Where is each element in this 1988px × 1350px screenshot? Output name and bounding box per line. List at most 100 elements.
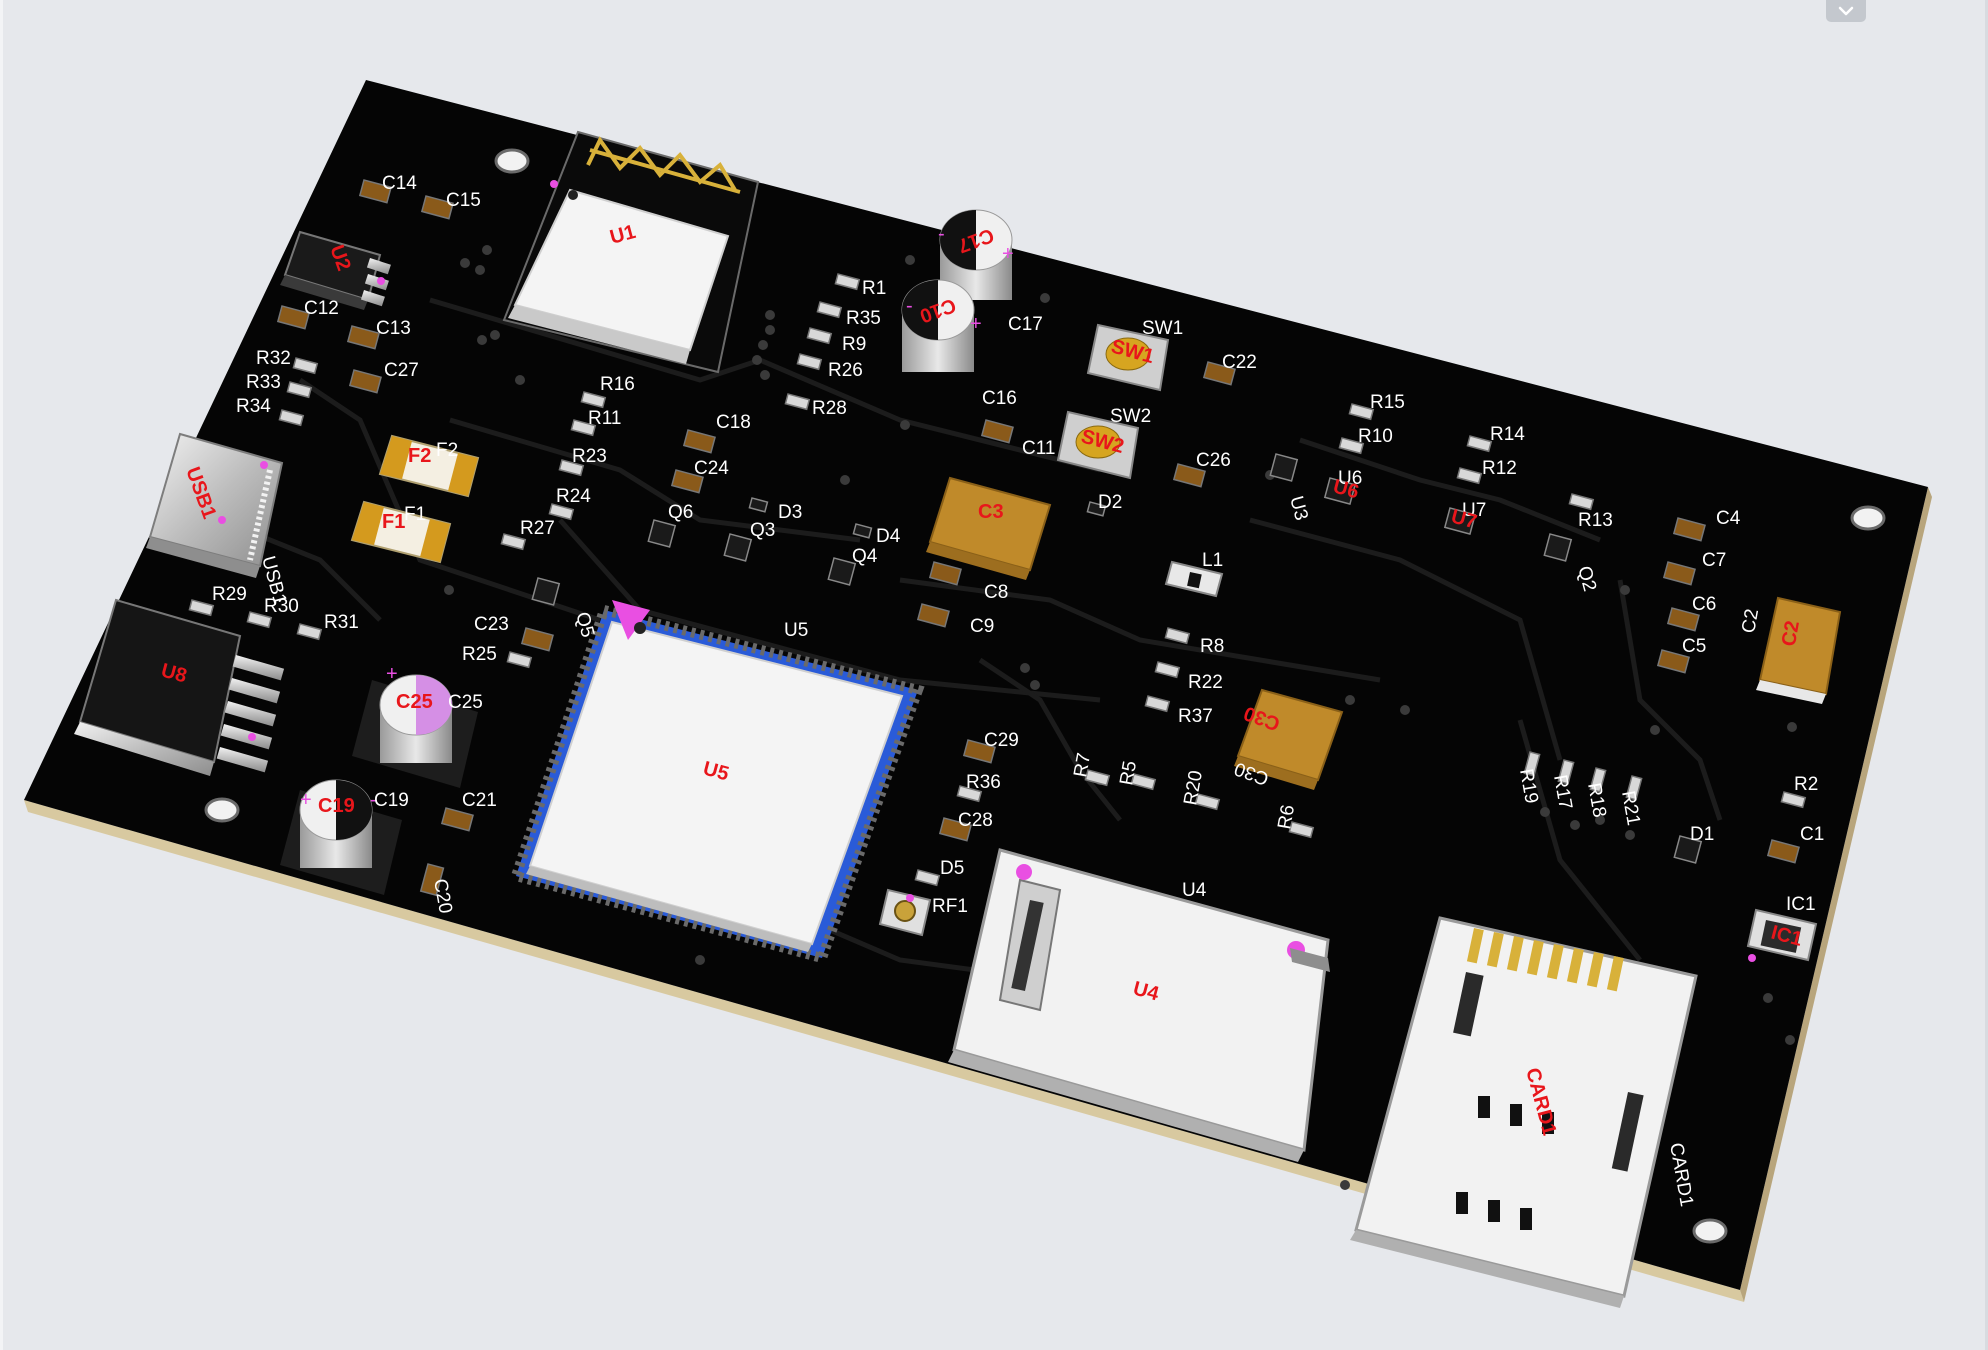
svg-text:+: + — [970, 313, 982, 335]
label-r30: R30 — [264, 596, 299, 617]
label-sw2-silk: SW2 — [1110, 406, 1151, 427]
label-r34: R34 — [236, 396, 271, 417]
label-c4: C4 — [1716, 508, 1741, 529]
card1-microsd-holder[interactable] — [1350, 916, 1698, 1308]
label-q3: Q3 — [750, 520, 775, 541]
label-r14: R14 — [1490, 424, 1525, 445]
label-r2: R2 — [1794, 774, 1818, 795]
des-f1: F1 — [382, 511, 405, 533]
label-r33: R33 — [246, 372, 281, 393]
label-r13: R13 — [1578, 510, 1613, 531]
label-c12: C12 — [304, 298, 339, 319]
sw2-switch[interactable] — [1056, 410, 1140, 480]
u5-mcu-chip[interactable] — [509, 600, 925, 965]
mounting-holes — [204, 148, 1886, 1244]
label-c23: C23 — [474, 614, 509, 635]
rf1-connector[interactable] — [878, 888, 932, 937]
svg-text:-: - — [938, 223, 945, 245]
label-r28: R28 — [812, 398, 847, 419]
label-r23: R23 — [572, 446, 607, 467]
label-c13: C13 — [376, 318, 411, 339]
label-c18: C18 — [716, 412, 751, 433]
label-r27: R27 — [520, 518, 555, 539]
label-l1: L1 — [1202, 550, 1223, 571]
label-r9: R9 — [842, 334, 866, 355]
c17-capacitor[interactable]: - + — [938, 209, 1014, 300]
label-u5-silk: U5 — [784, 620, 808, 641]
label-r35: R35 — [846, 308, 881, 329]
label-r36: R36 — [966, 772, 1001, 793]
label-r37: R37 — [1178, 706, 1213, 727]
label-c11: C11 — [1022, 438, 1055, 459]
svg-text:+: + — [300, 789, 312, 811]
chevron-down-icon — [1838, 6, 1854, 16]
u2-regulator[interactable] — [280, 230, 391, 310]
pcb-board-edge-right — [1740, 487, 1932, 1302]
label-d4: D4 — [876, 526, 901, 547]
c10-capacitor[interactable]: - + — [901, 279, 982, 372]
label-r22: R22 — [1188, 672, 1223, 693]
label-q4: Q4 — [852, 546, 878, 567]
label-c17-silk: C17 — [1008, 314, 1043, 335]
f2-fuse[interactable] — [378, 434, 480, 498]
label-c15: C15 — [446, 190, 481, 211]
usb1-connector[interactable] — [146, 432, 284, 578]
label-r32: R32 — [256, 348, 291, 369]
label-c27: C27 — [384, 360, 419, 381]
view-menu-button[interactable] — [1826, 0, 1866, 22]
label-d3: D3 — [778, 502, 802, 523]
label-f1-silk: F1 — [404, 504, 426, 525]
label-r25: R25 — [462, 644, 497, 665]
c2-tantalum-capacitor[interactable] — [1756, 596, 1842, 704]
ic1-chip[interactable] — [1746, 908, 1818, 962]
silkscreen-labels: C14 C15 C12 C13 C27 R32 R33 R34 F2 F1 US… — [212, 173, 1824, 1208]
svg-text:+: + — [386, 663, 398, 685]
label-c21: C21 — [462, 790, 497, 811]
des-c2: C2 — [1778, 619, 1804, 648]
des-f2: F2 — [408, 445, 431, 467]
label-c6: C6 — [1692, 594, 1716, 615]
label-r26: R26 — [828, 360, 863, 381]
c19-capacitor[interactable]: + - — [280, 779, 402, 895]
l1-inductor[interactable] — [1164, 560, 1224, 598]
u8-power-ic[interactable] — [74, 598, 285, 776]
des-c3: C3 — [978, 501, 1004, 523]
label-c22: C22 — [1222, 352, 1257, 373]
label-f2-silk: F2 — [436, 440, 458, 461]
label-c29: C29 — [984, 730, 1019, 751]
label-r24: R24 — [556, 486, 591, 507]
c30-tantalum-capacitor[interactable] — [1234, 688, 1344, 790]
label-r16: R16 — [600, 374, 635, 395]
label-c16: C16 — [982, 388, 1017, 409]
label-r8: R8 — [1200, 636, 1224, 657]
c25-capacitor[interactable]: + — [352, 663, 478, 788]
f1-fuse[interactable] — [350, 500, 452, 564]
des-c25: C25 — [396, 691, 433, 713]
label-c26: C26 — [1196, 450, 1231, 471]
c3-tantalum-capacitor[interactable] — [926, 476, 1052, 580]
u4-sd-card-holder[interactable] — [948, 848, 1330, 1162]
label-u4-silk: U4 — [1182, 880, 1207, 901]
label-r6: R6 — [1274, 803, 1299, 831]
label-c25-silk: C25 — [448, 692, 483, 713]
label-c8: C8 — [984, 582, 1008, 603]
label-r1: R1 — [862, 278, 886, 299]
svg-text:-: - — [906, 295, 913, 317]
label-u7-silk: U7 — [1462, 500, 1486, 521]
svg-text:+: + — [1002, 243, 1014, 265]
label-c2-silk: C2 — [1738, 607, 1763, 635]
label-u6-silk: U6 — [1338, 468, 1362, 489]
sw1-switch[interactable] — [1086, 323, 1170, 392]
u1-wifi-module[interactable] — [502, 130, 760, 374]
label-r11: R11 — [588, 408, 621, 429]
label-r15: R15 — [1370, 392, 1405, 413]
label-c5: C5 — [1682, 636, 1706, 657]
label-c19-silk: C19 — [374, 790, 409, 811]
label-r12: R12 — [1482, 458, 1517, 479]
label-r31: R31 — [324, 612, 359, 633]
label-sw1-silk: SW1 — [1142, 318, 1183, 339]
svg-text:-: - — [370, 789, 377, 811]
label-d1: D1 — [1690, 824, 1714, 845]
